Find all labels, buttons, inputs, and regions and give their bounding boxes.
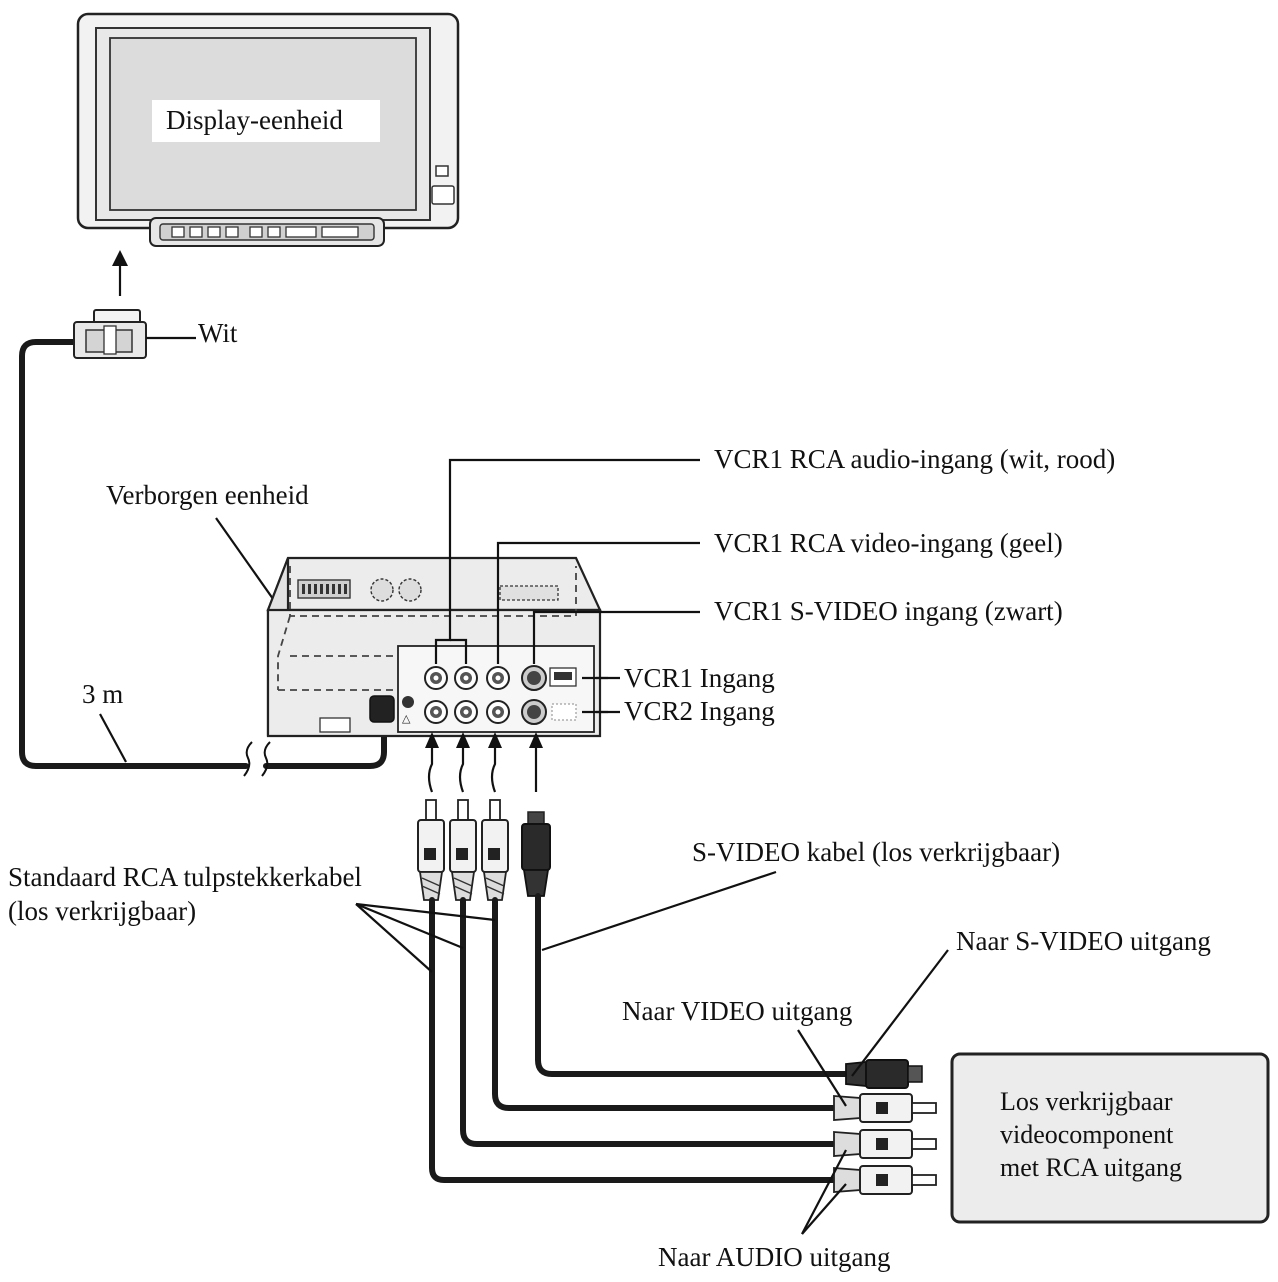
arrow-up-icon bbox=[112, 250, 128, 296]
svg-text:△: △ bbox=[402, 712, 411, 725]
vcr1-video-label: VCR1 RCA video-ingang (geel) bbox=[714, 528, 1063, 558]
svideo-cable-label: S-VIDEO kabel (los verkrijgbaar) bbox=[692, 837, 1060, 867]
video-component-box bbox=[950, 1052, 1270, 1224]
white-label: Wit bbox=[198, 318, 238, 348]
component-label-line3: met RCA uitgang bbox=[1000, 1153, 1182, 1182]
vcr1-input-label: VCR1 Ingang bbox=[624, 663, 775, 693]
vcr1-svideo-jack[interactable] bbox=[521, 665, 547, 691]
vcr1-audio-label: VCR1 RCA audio-ingang (wit, rood) bbox=[714, 444, 1115, 474]
cable-length-label: 3 m bbox=[82, 679, 123, 709]
rca-cable-label-line2: (los verkrijgbaar) bbox=[8, 896, 196, 926]
hidden-unit: △ bbox=[266, 556, 602, 738]
vcr2-video-jack[interactable] bbox=[486, 700, 510, 724]
display-unit bbox=[76, 12, 460, 247]
rca-plug bbox=[833, 1165, 937, 1195]
vcr1-audio-red-jack[interactable] bbox=[454, 666, 478, 690]
white-connector bbox=[73, 309, 147, 359]
vcr1-audio-white-jack[interactable] bbox=[424, 666, 448, 690]
rca-cable-label-line1: Standaard RCA tulpstekkerkabel bbox=[8, 862, 362, 892]
display-unit-label: Display-eenheid bbox=[166, 105, 343, 135]
to-svideo-output-label: Naar S-VIDEO uitgang bbox=[956, 926, 1211, 956]
vcr2-input-label: VCR2 Ingang bbox=[624, 696, 775, 726]
to-audio-output-label: Naar AUDIO uitgang bbox=[658, 1242, 890, 1272]
hidden-unit-label: Verborgen eenheid bbox=[106, 480, 309, 510]
component-label-line2: videocomponent bbox=[1000, 1120, 1174, 1149]
svideo-plug bbox=[521, 811, 551, 897]
vcr2-audio-red-jack[interactable] bbox=[454, 700, 478, 724]
rca-plug bbox=[833, 1129, 937, 1159]
svideo-plug bbox=[845, 1059, 923, 1089]
vcr1-video-jack[interactable] bbox=[486, 666, 510, 690]
rca-plug bbox=[481, 799, 509, 901]
rca-plug bbox=[417, 799, 445, 901]
vcr2-audio-white-jack[interactable] bbox=[424, 700, 448, 724]
vcr2-svideo-jack[interactable] bbox=[521, 699, 547, 725]
vcr1-svideo-label: VCR1 S-VIDEO ingang (zwart) bbox=[714, 596, 1063, 626]
arrow-up-icon bbox=[425, 732, 543, 793]
to-video-output-label: Naar VIDEO uitgang bbox=[622, 996, 852, 1026]
rca-plug bbox=[833, 1093, 937, 1123]
rca-plug bbox=[449, 799, 477, 901]
component-label-line1: Los verkrijgbaar bbox=[1000, 1087, 1173, 1116]
